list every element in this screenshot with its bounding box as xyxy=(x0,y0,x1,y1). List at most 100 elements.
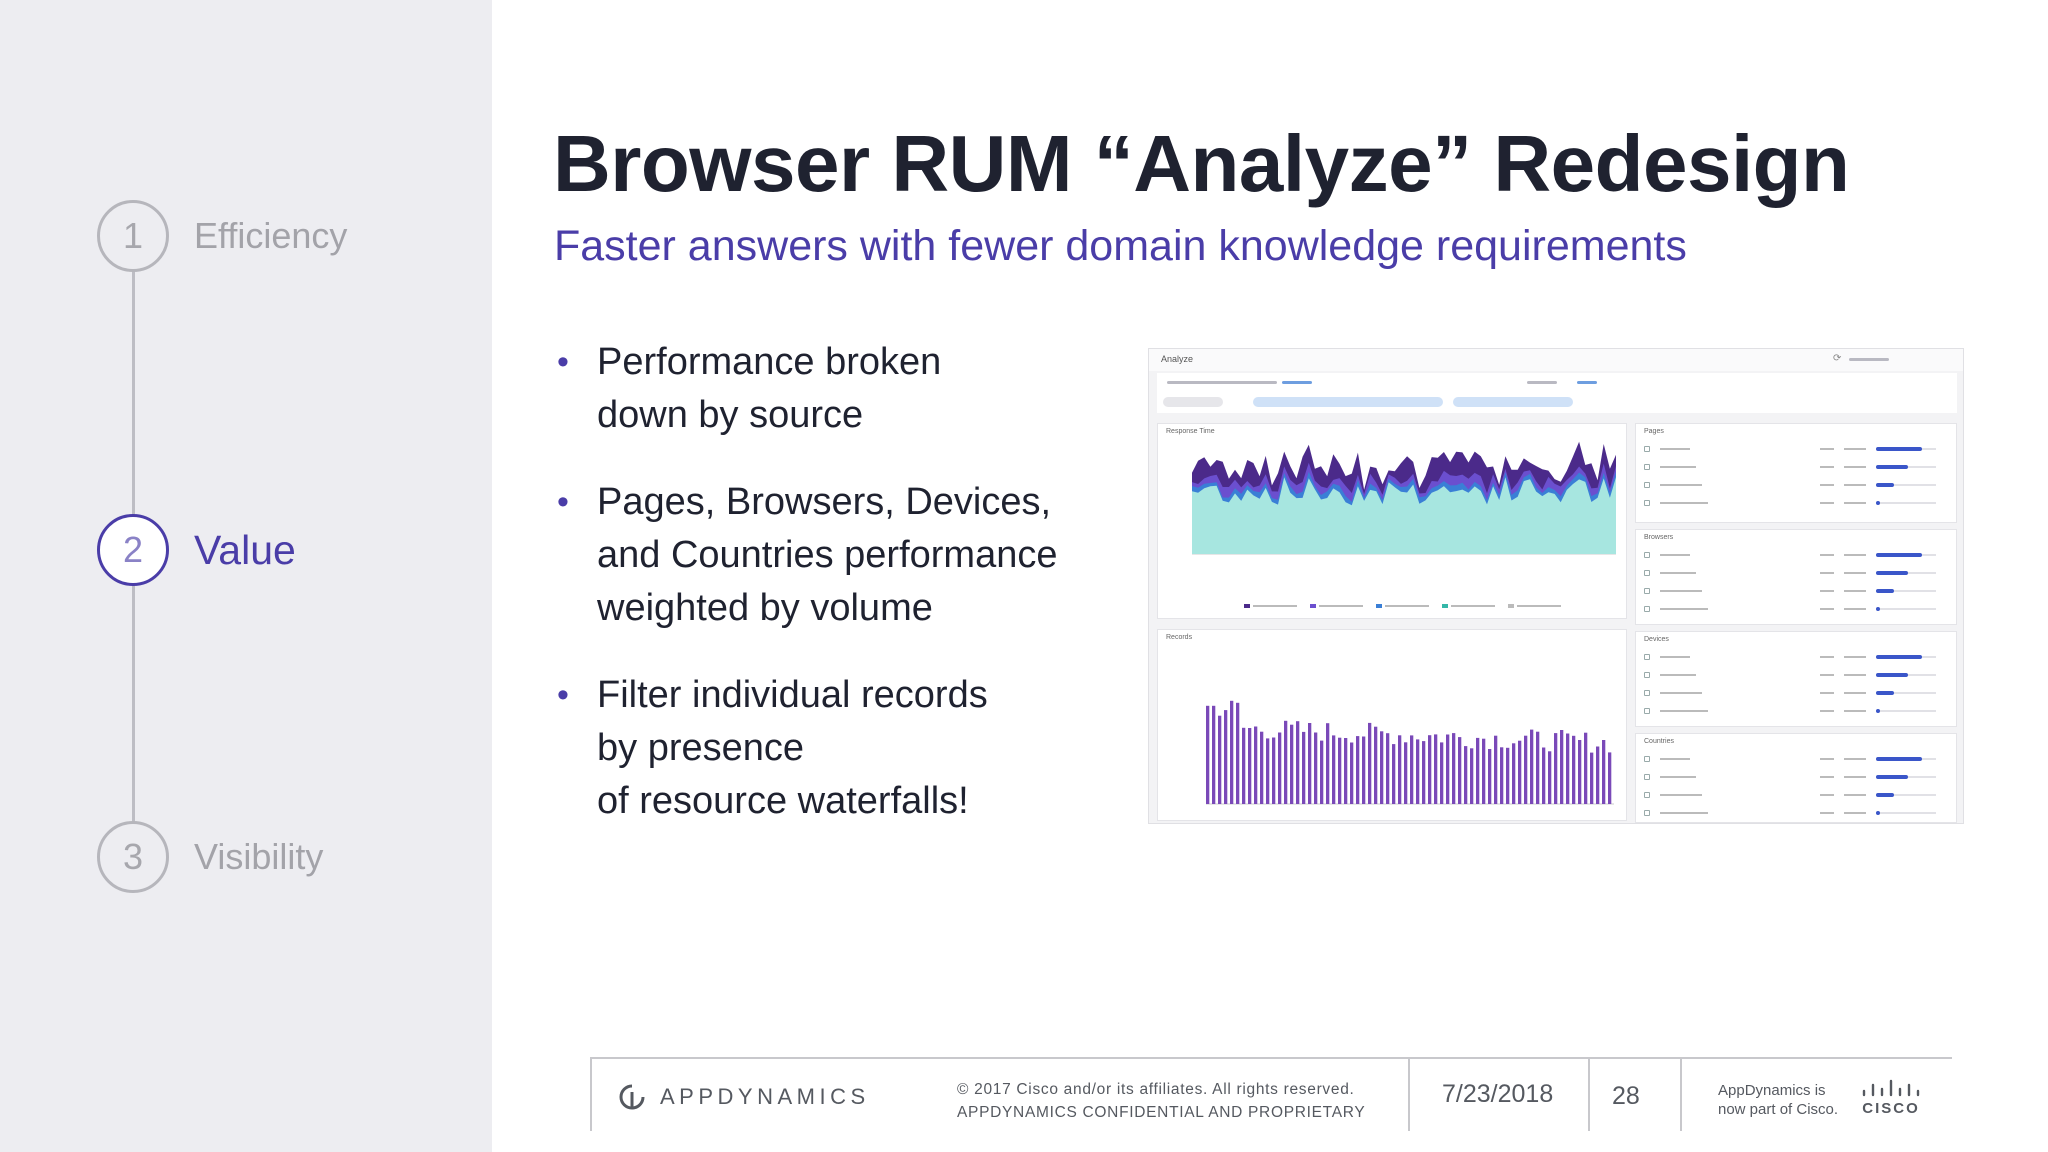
refresh-icon: ⟳ xyxy=(1833,353,1842,364)
record-bar xyxy=(1278,732,1282,804)
svg-text:CISCO: CISCO xyxy=(1862,1100,1920,1117)
list-row xyxy=(1644,756,1948,762)
record-bar xyxy=(1554,733,1558,804)
legend-swatch xyxy=(1310,604,1316,608)
record-bar xyxy=(1458,737,1462,804)
list-row xyxy=(1644,654,1948,660)
record-bar xyxy=(1512,743,1516,804)
record-bar xyxy=(1230,700,1234,804)
cisco-logo-icon: CISCO xyxy=(1862,1079,1920,1117)
bullet-item: • Performance broken down by source xyxy=(555,336,1115,442)
copyright-notice: © 2017 Cisco and/or its affiliates. All … xyxy=(957,1078,1365,1124)
bullet-list: • Performance broken down by source • Pa… xyxy=(555,336,1115,862)
step-visibility[interactable]: 3 Visibility xyxy=(97,820,457,894)
step-number-circle: 1 xyxy=(97,200,169,272)
record-bar xyxy=(1602,740,1606,804)
record-bar xyxy=(1314,732,1318,804)
copyright-line: © 2017 Cisco and/or its affiliates. All … xyxy=(957,1081,1355,1098)
list-row xyxy=(1644,570,1948,576)
devices-panel: Devices xyxy=(1635,631,1957,727)
list-row xyxy=(1644,588,1948,594)
record-bar xyxy=(1440,742,1444,804)
record-bar xyxy=(1380,731,1384,804)
record-bar xyxy=(1428,735,1432,804)
slide-title: Browser RUM “Analyze” Redesign xyxy=(553,119,1850,208)
record-bar xyxy=(1410,735,1414,804)
record-bar xyxy=(1308,723,1312,804)
part-of-line: now part of Cisco. xyxy=(1718,1101,1839,1118)
record-bar xyxy=(1488,749,1492,804)
record-bar xyxy=(1344,738,1348,804)
record-bar xyxy=(1320,740,1324,804)
list-row xyxy=(1644,792,1948,798)
records-panel: Records xyxy=(1157,629,1627,821)
record-bar xyxy=(1464,746,1468,804)
record-bar xyxy=(1482,738,1486,804)
record-bar xyxy=(1404,742,1408,804)
record-bar xyxy=(1236,702,1240,804)
record-bar xyxy=(1398,735,1402,804)
record-bar xyxy=(1212,705,1216,804)
record-bar xyxy=(1362,736,1366,804)
record-bar xyxy=(1566,733,1570,804)
record-bar xyxy=(1416,739,1420,804)
list-row xyxy=(1644,708,1948,714)
appdynamics-logo-icon xyxy=(619,1084,645,1110)
confidential-line: APPDYNAMICS CONFIDENTIAL AND PROPRIETARY xyxy=(957,1104,1366,1121)
bullet-dot-icon: • xyxy=(557,343,569,381)
response-time-panel: Response Time xyxy=(1157,423,1627,619)
record-bar xyxy=(1242,727,1246,804)
record-bar xyxy=(1476,737,1480,804)
panel-title: Browsers xyxy=(1644,534,1674,541)
bullet-text: Performance broken down by source xyxy=(597,341,942,436)
record-bar xyxy=(1332,735,1336,804)
progress-sidebar: 1 Efficiency 2 Value 3 Visibility xyxy=(0,0,492,1152)
step-value[interactable]: 2 Value xyxy=(97,513,457,587)
bullet-dot-icon: • xyxy=(557,483,569,521)
legend-label-ghost xyxy=(1319,605,1363,607)
record-bar xyxy=(1584,732,1588,804)
step-number-circle: 2 xyxy=(97,514,169,586)
legend-swatch xyxy=(1508,604,1514,608)
list-row xyxy=(1644,552,1948,558)
record-bar xyxy=(1224,710,1228,804)
record-bar xyxy=(1590,752,1594,804)
panel-title: Countries xyxy=(1644,738,1674,745)
record-bar xyxy=(1296,721,1300,804)
record-bar xyxy=(1452,733,1456,804)
legend-label-ghost xyxy=(1253,605,1297,607)
bullet-text: Pages, Browsers, Devices, and Countries … xyxy=(597,481,1058,629)
legend-label-ghost xyxy=(1385,605,1429,607)
bullet-dot-icon: • xyxy=(557,676,569,714)
record-bar xyxy=(1446,734,1450,804)
step-efficiency[interactable]: 1 Efficiency xyxy=(97,199,457,273)
list-row xyxy=(1644,774,1948,780)
panel-title: Pages xyxy=(1644,428,1664,435)
record-bar xyxy=(1500,747,1504,804)
list-row xyxy=(1644,482,1948,488)
bullet-text: Filter individual records by presence of… xyxy=(597,674,988,822)
panel-title: Response Time xyxy=(1166,428,1215,435)
part-of-cisco-note: AppDynamics is now part of Cisco. xyxy=(1718,1081,1838,1119)
list-row xyxy=(1644,606,1948,612)
list-row xyxy=(1644,672,1948,678)
record-bar xyxy=(1536,731,1540,804)
legend-label-ghost xyxy=(1517,605,1561,607)
list-row xyxy=(1644,446,1948,452)
step-number-circle: 3 xyxy=(97,821,169,893)
record-bar xyxy=(1326,723,1330,804)
record-bar xyxy=(1548,751,1552,804)
record-bar xyxy=(1518,740,1522,804)
list-row xyxy=(1644,690,1948,696)
page-number: 28 xyxy=(1612,1082,1640,1110)
list-row xyxy=(1644,810,1948,816)
record-bar xyxy=(1572,735,1576,804)
step-label: Value xyxy=(194,526,296,573)
record-bar xyxy=(1350,742,1354,804)
record-bar xyxy=(1260,731,1264,804)
bullet-item: • Filter individual records by presence … xyxy=(555,669,1115,828)
slide-footer: APPDYNAMICS © 2017 Cisco and/or its affi… xyxy=(590,1057,1952,1131)
countries-panel: Countries xyxy=(1635,733,1957,823)
record-bar xyxy=(1368,722,1372,804)
slide-subtitle: Faster answers with fewer domain knowled… xyxy=(554,222,1687,270)
